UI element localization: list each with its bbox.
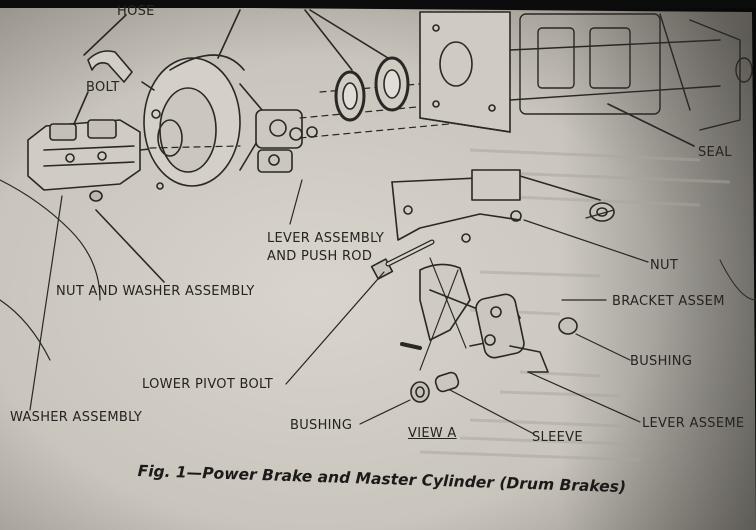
label-bolt: BOLT	[86, 80, 120, 95]
lever-pushrod-illustration	[255, 109, 318, 173]
lower-pivot-bolt-drawing	[370, 239, 435, 280]
label-view-a: VIEW A	[408, 426, 457, 441]
label-lever-assembly-right: LEVER ASSEME	[642, 416, 745, 431]
seal-rings	[334, 56, 410, 122]
brake-booster	[141, 54, 263, 190]
label-nut: NUT	[650, 258, 679, 273]
label-bushing-right: BUSHING	[630, 354, 693, 369]
master-cylinder	[27, 119, 161, 191]
view-a-illustration	[370, 169, 615, 403]
bleed-through-text	[419, 148, 731, 462]
label-seal: SEAL	[698, 145, 732, 160]
label-bracket-assembly: BRACKET ASSEM	[612, 294, 725, 309]
label-washer-assembly: WASHER ASSEMBLY	[10, 410, 143, 425]
firewall-plate	[419, 11, 511, 133]
label-hose: HOSE	[117, 4, 155, 19]
label-lower-pivot-bolt: LOWER PIVOT BOLT	[142, 377, 274, 392]
label-nut-and-washer-assembly: NUT AND WASHER ASSEMBLY	[56, 284, 255, 299]
label-lever-assembly-line1: LEVER ASSEMBLY	[267, 231, 385, 246]
hose	[87, 50, 133, 83]
label-lever-assembly-line2: AND PUSH ROD	[267, 249, 373, 264]
pedal-bracket-upper	[509, 13, 753, 131]
label-sleeve: SLEEVE	[532, 430, 583, 445]
label-bushing-left: BUSHING	[290, 418, 353, 433]
